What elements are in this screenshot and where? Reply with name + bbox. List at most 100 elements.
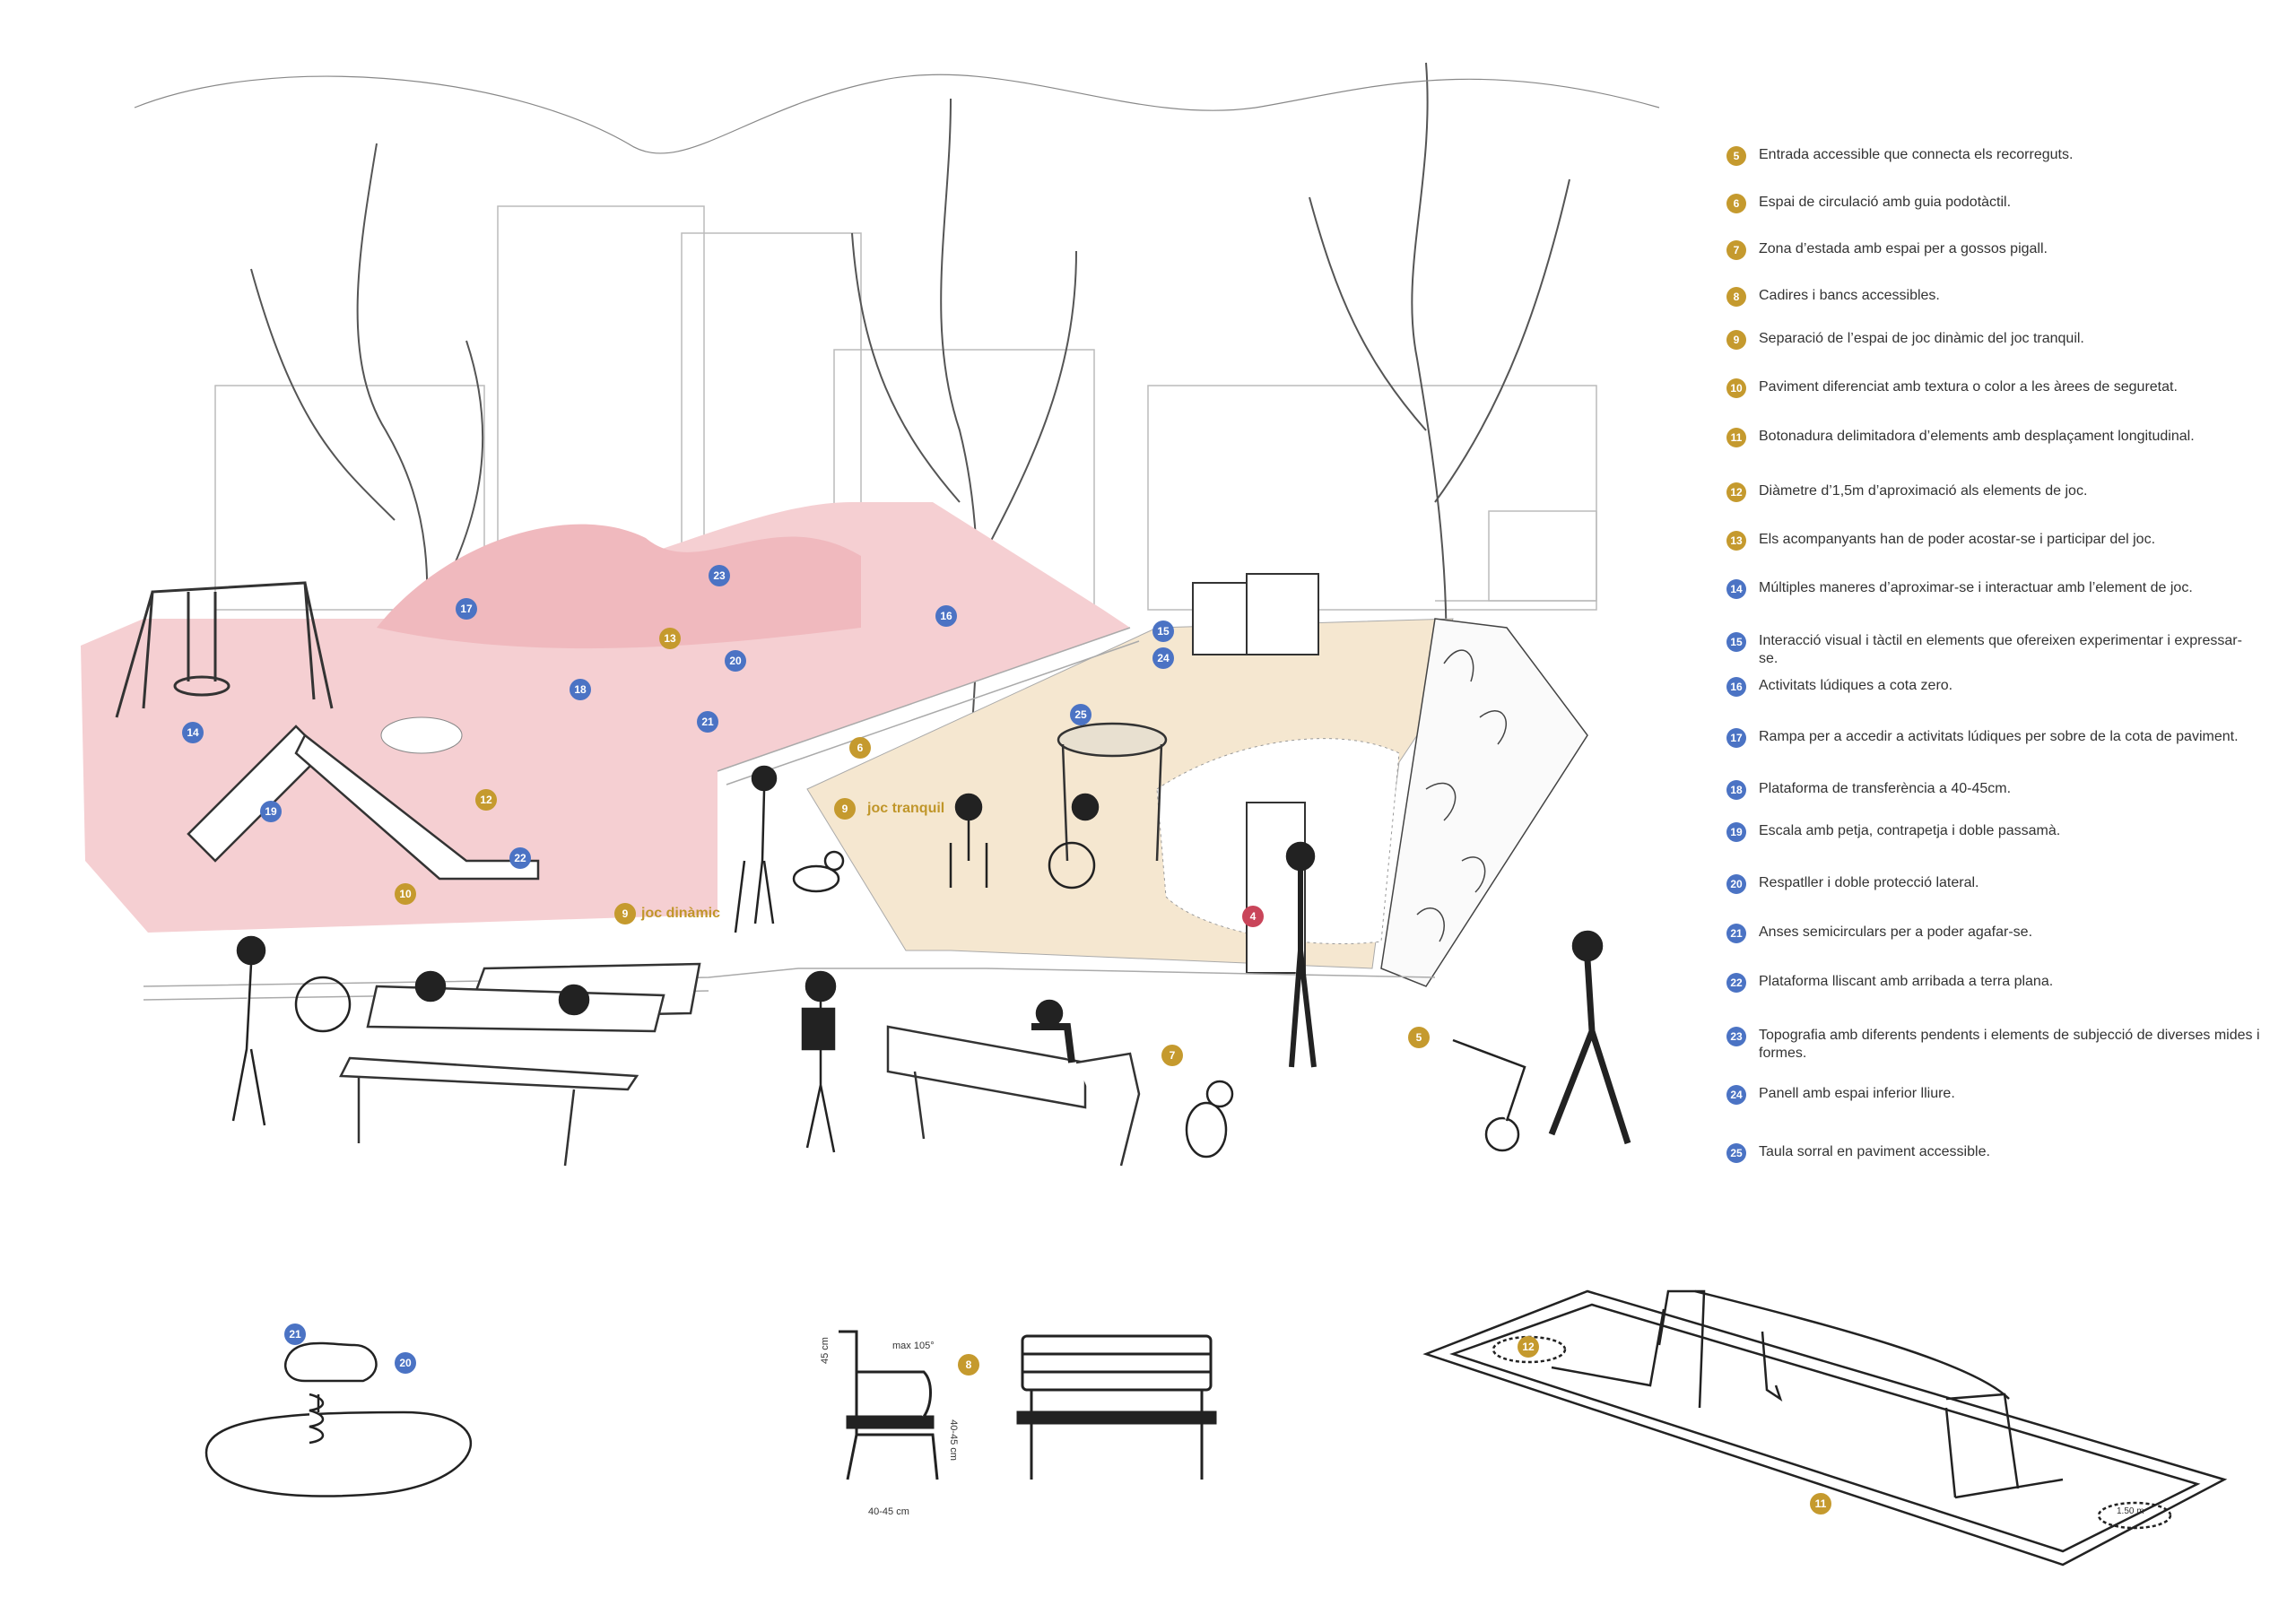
legend-badge: 5 xyxy=(1726,146,1746,166)
marker-14: 14 xyxy=(182,722,204,743)
legend-text: Cadires i bancs accessibles. xyxy=(1759,288,1940,303)
seated-dog xyxy=(1185,1080,1234,1159)
detail-marker-12: 12 xyxy=(1518,1336,1539,1358)
legend-text: Espai de circulació amb guia podotàctil. xyxy=(1759,195,2012,210)
bench-seat-dim: 40-45 cm xyxy=(947,1419,959,1461)
legend-item-8: 8 Cadires i bancs accessibles. xyxy=(1726,287,1940,307)
legend-item-23: 23 Topografia amb diferents pendents i el… xyxy=(1726,1027,2261,1063)
people xyxy=(231,765,1631,1159)
bench-angle-dim: max 105° xyxy=(892,1341,935,1351)
marker-18: 18 xyxy=(570,679,591,700)
bench xyxy=(886,1025,1141,1167)
detail-marker-20: 20 xyxy=(395,1352,416,1374)
standing-adult xyxy=(1285,841,1317,1068)
legend-badge: 19 xyxy=(1726,822,1746,842)
bench-depth-dim: 40-45 cm xyxy=(868,1506,909,1517)
marker-9-dynamic: 9 xyxy=(614,903,636,924)
play-panel xyxy=(1192,573,1319,974)
spring-rider-detail xyxy=(204,1341,473,1497)
bench-detail xyxy=(839,1330,1217,1480)
planting-area xyxy=(1380,618,1588,987)
picnic-tables xyxy=(339,962,701,1167)
person-with-cane xyxy=(734,765,778,933)
wheelchair-child xyxy=(1048,793,1100,890)
bench-height-dim: 45 cm xyxy=(819,1337,831,1364)
legend-item-6: 6 Espai de circulació amb guia podotàctil… xyxy=(1726,194,2011,213)
legend-text: Zona d’estada amb espai per a gossos pig… xyxy=(1759,241,2048,256)
legend-badge: 23 xyxy=(1726,1027,1746,1046)
legend-badge: 8 xyxy=(1726,287,1746,307)
legend-badge: 13 xyxy=(1726,531,1746,551)
guide-dog xyxy=(792,850,845,893)
marker-5: 5 xyxy=(1408,1027,1430,1048)
legend-badge: 15 xyxy=(1726,632,1746,652)
legend-badge: 11 xyxy=(1726,428,1746,447)
legend-text: Diàmetre d’1,5m d’aproximació als elemen… xyxy=(1759,483,2088,499)
legend-text: Escala amb petja, contrapetja i doble pa… xyxy=(1759,823,2061,838)
marker-23: 23 xyxy=(709,565,730,586)
legend-item-15: 15 Interacció visual i tàctil en elements… xyxy=(1726,632,2261,668)
marker-6: 6 xyxy=(849,737,871,759)
legend-badge: 21 xyxy=(1726,924,1746,943)
legend-text: Múltiples maneres d’aproximar-se i inter… xyxy=(1759,580,2193,595)
legend-badge: 16 xyxy=(1726,677,1746,697)
marker-7: 7 xyxy=(1161,1045,1183,1066)
legend-badge: 25 xyxy=(1726,1143,1746,1163)
legend-text: Separació de l’espai de joc dinàmic del … xyxy=(1759,331,2084,346)
zone-label-quiet: joc tranquil xyxy=(867,801,945,816)
marker-13: 13 xyxy=(659,628,681,649)
legend-badge: 10 xyxy=(1726,378,1746,398)
legend-item-21: 21 Anses semicirculars per a poder agafar… xyxy=(1726,924,2032,943)
legend-text: Paviment diferenciat amb textura o color… xyxy=(1759,379,2178,395)
seated-person xyxy=(1031,999,1075,1063)
legend-text: Respatller i doble protecció lateral. xyxy=(1759,875,1979,890)
legend-text: Interacció visual i tàctil en elements q… xyxy=(1759,633,2242,666)
marker-15: 15 xyxy=(1152,621,1174,642)
legend-text: Rampa per a accedir a activitats lúdique… xyxy=(1759,729,2239,744)
legend-badge: 9 xyxy=(1726,330,1746,350)
marker-9-quiet: 9 xyxy=(834,798,856,820)
legend-badge: 22 xyxy=(1726,973,1746,993)
marker-16: 16 xyxy=(935,605,957,627)
marker-4: 4 xyxy=(1242,906,1264,927)
legend-badge: 20 xyxy=(1726,874,1746,894)
marker-20: 20 xyxy=(725,650,746,672)
zone-label-dynamic: joc dinàmic xyxy=(641,906,721,921)
sand-table xyxy=(1057,722,1168,862)
marker-22: 22 xyxy=(509,847,531,869)
legend-text: Topografia amb diferents pendents i elem… xyxy=(1759,1028,2260,1061)
marker-25: 25 xyxy=(1070,704,1091,725)
backpack-person xyxy=(801,970,837,1153)
legend-badge: 18 xyxy=(1726,780,1746,800)
marker-12: 12 xyxy=(475,789,497,811)
detail-marker-21: 21 xyxy=(284,1324,306,1345)
marker-24: 24 xyxy=(1152,647,1174,669)
track-detail xyxy=(1422,1289,2228,1567)
track-dim: 1.50 m xyxy=(2117,1506,2144,1516)
marker-19: 19 xyxy=(260,801,282,822)
legend-text: Anses semicirculars per a poder agafar-s… xyxy=(1759,924,2033,940)
legend-item-20: 20 Respatller i doble protecció lateral. xyxy=(1726,874,1979,894)
legend-badge: 14 xyxy=(1726,579,1746,599)
swing-set xyxy=(115,581,334,718)
marker-10: 10 xyxy=(395,883,416,905)
legend-badge: 6 xyxy=(1726,194,1746,213)
stroller-parent xyxy=(1452,930,1631,1152)
marker-17: 17 xyxy=(456,598,477,620)
child-with-walker xyxy=(949,793,988,888)
dynamic-play-zone xyxy=(81,502,1130,933)
legend-item-9: 9 Separació de l’espai de joc dinàmic del… xyxy=(1726,330,2084,350)
